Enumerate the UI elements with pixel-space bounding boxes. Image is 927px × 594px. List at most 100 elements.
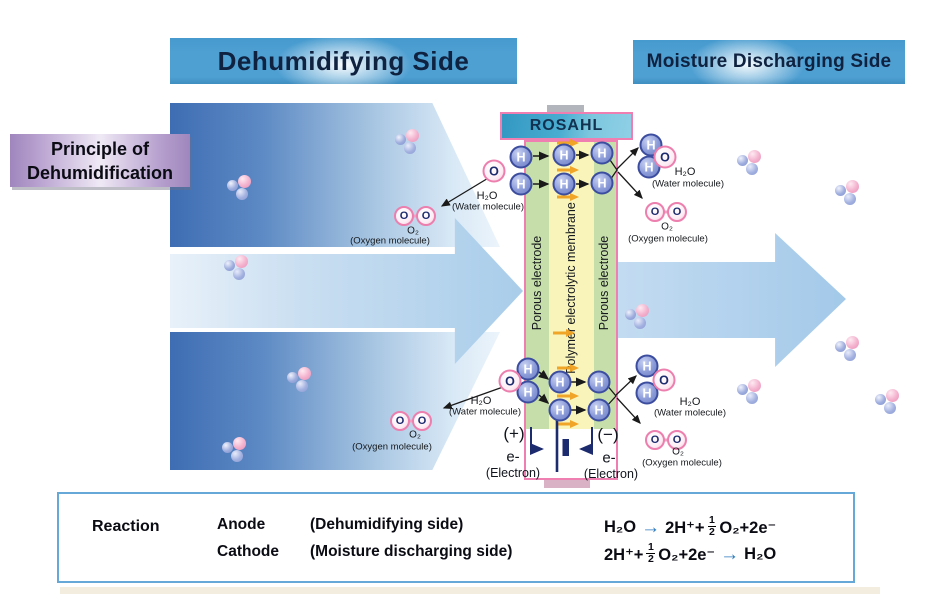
electron-symbol-right: e- [602, 449, 616, 467]
h-atom: H [635, 354, 659, 378]
oxygen-label: (Oxygen molecule) [352, 441, 432, 453]
principle-line2: Dehumidification [26, 162, 173, 183]
h-atom: H [509, 145, 533, 169]
equation-term: 2H⁺+ [604, 545, 644, 564]
h-atom: H [548, 398, 572, 422]
hydrogen-dot [222, 442, 233, 453]
porous-electrode-right [594, 142, 616, 429]
water-molecule-cluster [835, 336, 861, 362]
o-atom: O [645, 430, 665, 450]
hydrogen-dot [875, 394, 886, 405]
o-atom: O [653, 145, 677, 169]
h-atom: H [587, 370, 611, 394]
hydrogen-dot [746, 392, 758, 404]
equation-term: H₂O [604, 518, 637, 537]
h-atom: H [516, 380, 540, 404]
o-atom: O [394, 206, 414, 226]
equation-term: O₂+2e⁻ [658, 545, 716, 564]
h2o-label: H₂O [476, 190, 498, 202]
oxygen-dot [886, 389, 899, 402]
hydrogen-dot [835, 341, 846, 352]
hydrogen-dot [224, 260, 235, 271]
electron-symbol-left: e- [506, 448, 520, 466]
hydrogen-dot [746, 163, 758, 175]
hydrogen-dot [231, 450, 243, 462]
oxygen-dot [406, 129, 419, 142]
porous-electrode-left [526, 142, 549, 429]
h-atom: H [590, 171, 614, 195]
water-label: (Water molecule) [452, 201, 524, 213]
oxygen-dot [235, 255, 248, 268]
electron-word-right: (Electron) [583, 467, 639, 481]
o-atom: O [416, 206, 436, 226]
h2o-label: H₂O [674, 166, 696, 178]
o2-label: O₂ [672, 446, 684, 458]
hydrogen-dot [737, 155, 748, 166]
water-molecule-cluster [875, 389, 901, 415]
oxygen-dot [748, 379, 761, 392]
rosahl-label-box: ROSAHL [500, 112, 633, 140]
h-atom: H [516, 357, 540, 381]
water-molecule-cluster [737, 379, 763, 405]
hydrogen-dot [236, 188, 248, 200]
o2-bond [661, 210, 671, 214]
water-molecule-cluster [625, 304, 651, 330]
o2-bond [406, 419, 416, 423]
h-atom: H [548, 370, 572, 394]
oxygen-dot [636, 304, 649, 317]
hydrogen-dot [884, 402, 896, 414]
o-atom: O [667, 202, 687, 222]
h2o-label: H₂O [679, 396, 701, 408]
hydrogen-dot [835, 185, 846, 196]
reaction-title: Reaction [92, 518, 160, 535]
hydrogen-dot [227, 180, 238, 191]
o2-bond [410, 214, 420, 218]
h-atom: H [552, 143, 576, 167]
cathode-side-label: (Moisture discharging side) [310, 543, 513, 560]
oxygen-label: (Oxygen molecule) [642, 457, 722, 469]
oxygen-dot [238, 175, 251, 188]
water-label: (Water molecule) [654, 407, 726, 419]
column-bottom-tab [544, 477, 590, 488]
water-molecule-cluster [835, 180, 861, 206]
water-molecule-cluster [737, 150, 763, 176]
minus-terminal-label: (−) [597, 425, 619, 444]
h-atom: H [509, 172, 533, 196]
o2-label: O₂ [409, 429, 421, 441]
water-molecule-cluster [222, 437, 248, 463]
hydrogen-dot [404, 142, 416, 154]
moisture-discharging-side-title: Moisture Discharging Side [646, 51, 892, 72]
o-atom: O [652, 368, 676, 392]
dehumidifying-side-title: Dehumidifying Side [217, 45, 470, 76]
water-molecule-cluster [395, 129, 421, 155]
equation-term: H₂O [744, 545, 777, 564]
h-atom: H [635, 381, 659, 405]
airflow-arrow-right [598, 233, 846, 367]
moisture-discharging-side-band: Moisture Discharging Side [633, 40, 905, 84]
o-atom: O [482, 159, 506, 183]
o2-bond [661, 438, 671, 442]
o-atom: O [667, 430, 687, 450]
dehumidifying-side-band: Dehumidifying Side [170, 38, 517, 84]
h-atom: H [587, 398, 611, 422]
reaction-box: Reaction Anode (Dehumidifying side) H₂O→… [57, 492, 855, 583]
water-label: (Water molecule) [449, 406, 521, 418]
water-molecule-cluster [227, 175, 253, 201]
plus-terminal-label: (+) [503, 424, 525, 443]
hydrogen-dot [395, 134, 406, 145]
principle-of-dehumidification-box: Principle of Dehumidification [10, 134, 190, 187]
o-atom: O [498, 369, 522, 393]
anode-side-label: (Dehumidifying side) [310, 516, 464, 533]
hydrogen-dot [844, 349, 856, 361]
principle-line1: Principle of [50, 138, 149, 159]
water-molecule-cluster [287, 367, 313, 393]
o2-label: O₂ [661, 221, 673, 233]
o-atom: O [390, 411, 410, 431]
